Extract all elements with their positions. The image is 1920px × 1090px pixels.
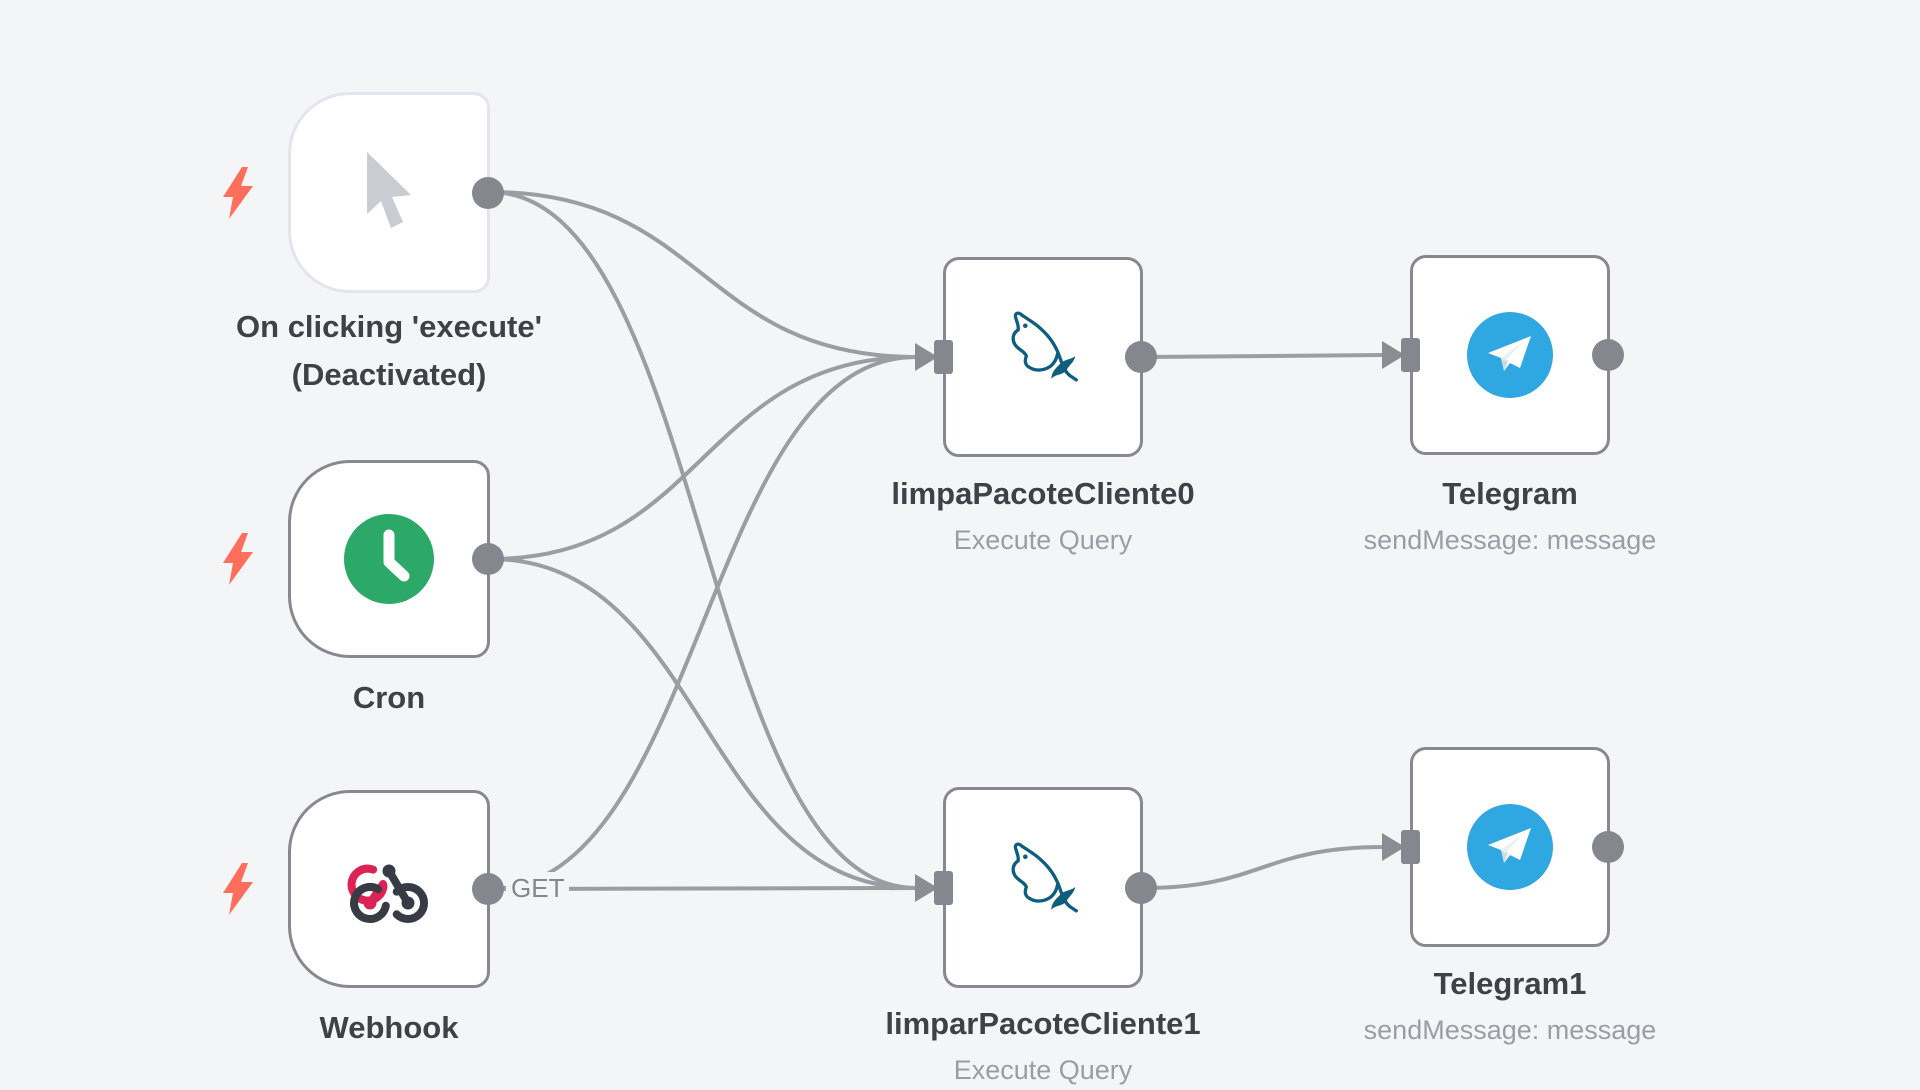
- cursor-icon: [367, 151, 411, 228]
- lightning-trigger-icon: [223, 533, 253, 585]
- node-telegram-0[interactable]: [1401, 255, 1624, 455]
- telegram-icon: [1467, 804, 1553, 890]
- output-port[interactable]: [1125, 871, 1157, 904]
- connection-manual-to-mysql1[interactable]: [488, 190, 918, 890]
- lightning-trigger-icon: [223, 167, 253, 219]
- node-label-mysql-0: limpaPacoteCliente0 Execute Query: [783, 470, 1303, 560]
- connection-mysql1-to-telegram1[interactable]: [1141, 845, 1386, 890]
- node-label-telegram-1: Telegram1 sendMessage: message: [1250, 960, 1770, 1050]
- arrowhead-icon: [915, 343, 938, 371]
- output-port[interactable]: [1592, 339, 1624, 371]
- node-title: Cron: [352, 680, 426, 715]
- input-port[interactable]: [934, 340, 953, 374]
- node-title: Telegram1: [1433, 966, 1587, 1001]
- output-port[interactable]: [472, 543, 504, 575]
- node-title: limpaPacoteCliente0: [891, 476, 1195, 511]
- input-port[interactable]: [934, 870, 953, 905]
- connection-output-label[interactable]: GET: [506, 872, 570, 904]
- connection-webhook-to-mysql0[interactable]: [487, 355, 918, 891]
- node-subtitle: Execute Query: [953, 525, 1133, 555]
- webhook-icon: [347, 864, 428, 923]
- node-title: Webhook: [319, 1010, 459, 1045]
- connection-cron-to-mysql1[interactable]: [488, 557, 918, 890]
- node-telegram-1[interactable]: [1401, 747, 1624, 947]
- node-label-mysql-1: limparPacoteCliente1 Execute Query: [783, 1000, 1303, 1090]
- connection-mysql0-to-telegram[interactable]: [1141, 353, 1386, 359]
- node-webhook[interactable]: [288, 790, 504, 988]
- clock-icon: [344, 514, 434, 604]
- node-label-telegram-0: Telegram sendMessage: message: [1250, 470, 1770, 560]
- input-port[interactable]: [1401, 338, 1420, 372]
- output-port[interactable]: [1125, 341, 1157, 373]
- node-label-manual-trigger: On clicking 'execute' (Deactivated): [129, 303, 649, 399]
- node-mysql-0[interactable]: [934, 257, 1157, 457]
- arrowhead-icon: [1382, 341, 1405, 369]
- mysql-dolphin-icon: [1011, 842, 1078, 913]
- output-port[interactable]: [1592, 831, 1624, 863]
- arrowhead-icon: [1382, 833, 1405, 861]
- node-manual-trigger[interactable]: [288, 92, 504, 293]
- output-port[interactable]: [472, 873, 504, 905]
- arrowhead-icon: [915, 874, 938, 902]
- node-label-webhook: Webhook: [129, 1004, 649, 1052]
- node-subtitle: sendMessage: message: [1363, 525, 1657, 555]
- node-status: (Deactivated): [291, 357, 487, 392]
- node-title: limparPacoteCliente1: [885, 1006, 1201, 1041]
- connection-manual-to-mysql0[interactable]: [488, 190, 918, 359]
- connection-cron-to-mysql0[interactable]: [488, 355, 918, 561]
- node-cron[interactable]: [288, 460, 504, 658]
- output-port[interactable]: [472, 176, 504, 209]
- lightning-trigger-icon: [223, 863, 253, 915]
- input-port[interactable]: [1401, 830, 1420, 864]
- node-title: Telegram: [1442, 476, 1578, 511]
- node-title: On clicking 'execute': [236, 309, 542, 344]
- node-label-cron: Cron: [129, 674, 649, 722]
- connection-arrowheads: [915, 341, 1405, 902]
- node-subtitle: Execute Query: [953, 1055, 1133, 1085]
- telegram-icon: [1467, 312, 1553, 398]
- mysql-dolphin-icon: [1011, 311, 1078, 382]
- node-subtitle: sendMessage: message: [1363, 1015, 1657, 1045]
- node-mysql-1[interactable]: [934, 787, 1157, 988]
